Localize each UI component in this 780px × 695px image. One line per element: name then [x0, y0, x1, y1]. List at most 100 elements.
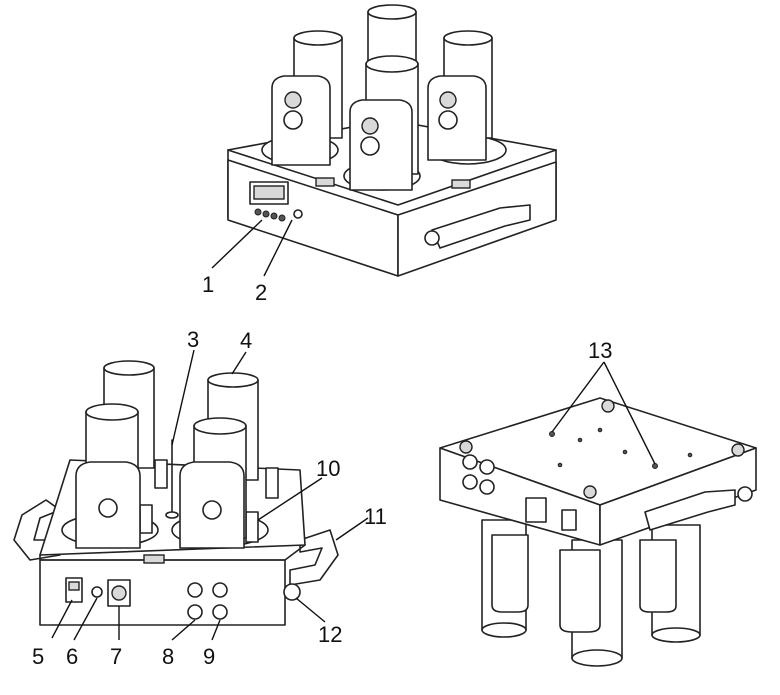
inv-bracket-1	[491, 534, 529, 613]
rear-post-2	[245, 511, 259, 543]
top-tube-front-cap	[365, 55, 419, 73]
label-6: 6	[66, 644, 78, 669]
rear-tube-back-right-cap	[207, 372, 259, 388]
rear-fuse	[91, 586, 103, 598]
top-tube-left-cap	[293, 30, 343, 46]
rear-bracket-left-bolt	[98, 498, 118, 518]
leader-11	[335, 517, 369, 541]
top-button-1	[254, 208, 262, 216]
label-1: 1	[202, 272, 214, 297]
top-button-4	[278, 214, 286, 222]
top-device-view	[227, 4, 557, 277]
inv-bracket-3	[639, 539, 677, 613]
inv-power-switch	[561, 509, 577, 531]
top-base-edge	[227, 149, 557, 206]
label-5: 5	[32, 644, 44, 669]
label-9: 9	[203, 644, 215, 669]
rear-dmx-in-top	[187, 582, 203, 598]
leader-13b	[603, 361, 656, 465]
top-connector-a	[315, 177, 335, 187]
inv-xlr-3	[462, 474, 478, 490]
rear-tube-front-left-cap	[85, 403, 139, 421]
inv-power-inlet	[525, 497, 547, 523]
top-bracket-front-bolt	[360, 136, 380, 156]
leader-8	[171, 619, 196, 641]
rear-power-inlet-socket	[111, 585, 127, 601]
rear-antenna-base	[165, 511, 179, 519]
top-bracket-front-knob	[361, 117, 379, 135]
label-10: 10	[316, 456, 340, 481]
leader-9	[211, 619, 221, 641]
inv-screw-hole-2	[652, 463, 658, 469]
rear-device-view	[13, 360, 339, 626]
inv-handle-knob	[737, 486, 753, 502]
inv-xlr-1	[462, 454, 478, 470]
label-3: 3	[187, 327, 199, 352]
top-bracket-left-knob	[284, 91, 302, 109]
rear-post-3	[139, 504, 153, 534]
inv-foot-3	[731, 443, 745, 457]
label-11: 11	[364, 504, 387, 529]
label-2: 2	[255, 280, 267, 305]
inv-xlr-4	[479, 479, 495, 495]
inv-tube-3-cap	[651, 627, 701, 643]
rear-tube-front-right-cap	[193, 417, 247, 435]
inv-tube-1-cap	[481, 622, 527, 638]
label-7: 7	[110, 644, 122, 669]
inv-screw-hole-4	[622, 449, 628, 455]
label-12: 12	[318, 622, 342, 647]
inv-bracket-2	[559, 549, 601, 633]
top-display-screen	[253, 185, 285, 200]
rear-power-switch-rocker	[68, 581, 80, 591]
inverted-device-view	[439, 397, 757, 667]
top-bracket-right-knob	[439, 91, 457, 109]
top-handle-knob	[424, 230, 440, 246]
top-connector-b	[451, 179, 471, 189]
leader-6	[73, 597, 98, 641]
leader-2	[263, 219, 293, 277]
callout-labels: 1 2 3 4 5 6 7 8 9 10 11 12 13	[32, 272, 612, 669]
leader-10	[257, 477, 323, 521]
leader-4	[231, 351, 247, 375]
label-4: 4	[240, 328, 252, 353]
top-button-2	[262, 210, 270, 218]
top-handle	[431, 204, 531, 249]
top-bracket-front	[349, 99, 413, 191]
top-tube-right-cap	[443, 30, 493, 46]
rear-dmx-out-top	[212, 582, 228, 598]
leader-13a	[551, 361, 605, 433]
leader-5	[51, 599, 73, 639]
leader-12	[295, 597, 326, 623]
rear-top-connector	[143, 554, 165, 564]
rear-dmx-out-bottom	[212, 604, 228, 620]
label-13: 13	[588, 338, 612, 363]
top-sensor	[293, 209, 303, 219]
top-bracket-right-bolt	[438, 110, 458, 130]
inv-handle	[644, 489, 736, 531]
rear-tube-back-left-cap	[103, 360, 155, 376]
rear-dmx-in-bottom	[187, 604, 203, 620]
leader-3	[171, 349, 195, 446]
inv-foot-4	[583, 485, 597, 499]
top-tube-back-cap	[367, 4, 417, 20]
rear-bracket-right-bolt	[202, 500, 222, 520]
inv-foot-1	[459, 440, 473, 454]
rear-post-4	[154, 459, 168, 489]
inv-side-face	[599, 447, 757, 546]
leader-lines	[51, 219, 656, 641]
inv-screw-hole-5	[597, 427, 603, 433]
inv-screw-hole-7	[687, 452, 693, 458]
inv-screw-hole-6	[557, 462, 563, 468]
inv-foot-2	[601, 399, 615, 413]
top-button-3	[270, 212, 278, 220]
inv-tube-2-cap	[571, 649, 623, 667]
rear-handle-knob	[283, 583, 301, 601]
label-8: 8	[162, 644, 174, 669]
leader-1	[211, 219, 263, 269]
inv-screw-hole-1	[549, 431, 555, 437]
rear-post-1	[265, 467, 279, 499]
inv-screw-hole-3	[577, 437, 583, 443]
top-bracket-left-bolt	[283, 110, 303, 130]
